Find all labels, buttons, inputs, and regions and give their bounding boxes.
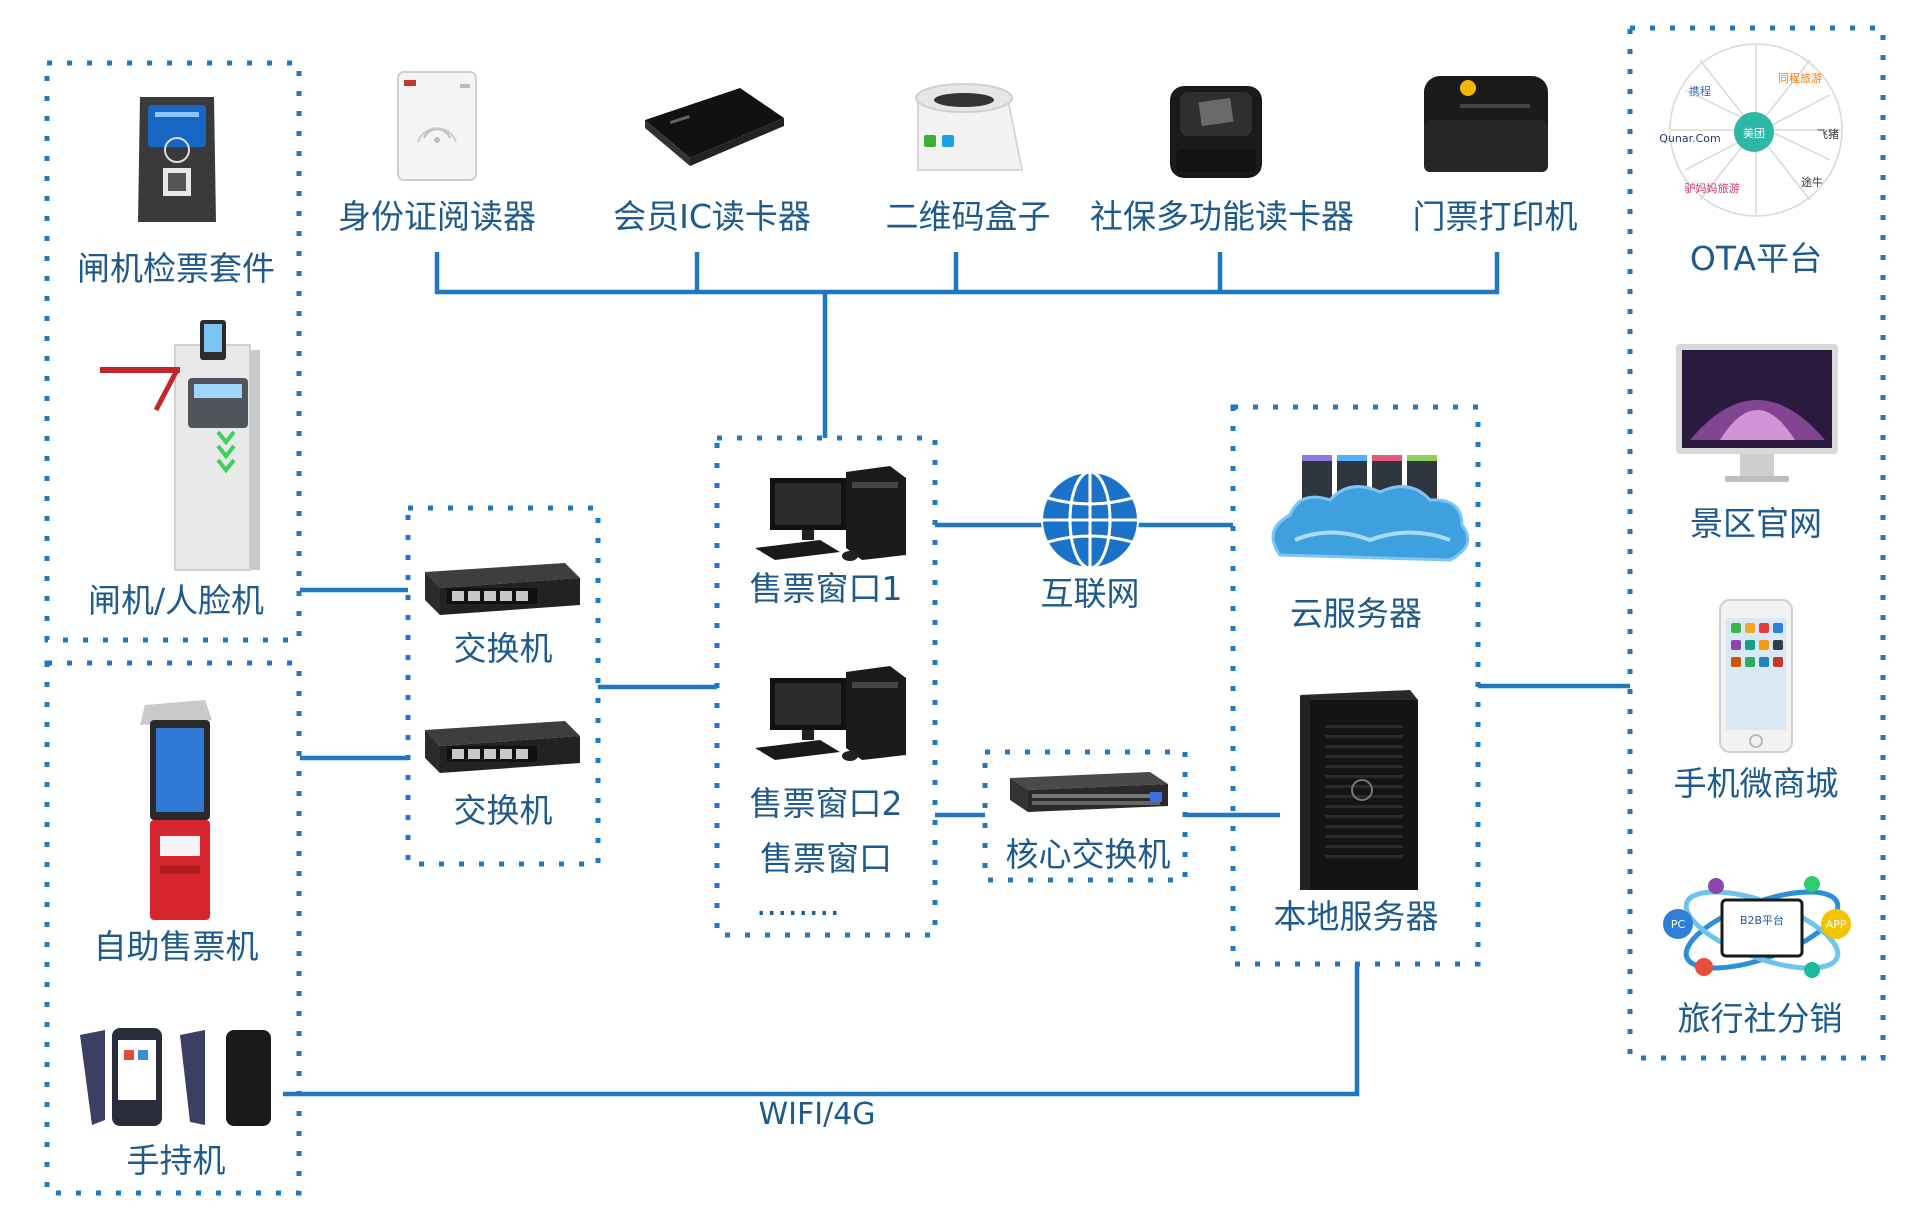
ota-logo-feizhu: 飞猪 [1817, 128, 1839, 141]
social-security-reader-icon [1170, 86, 1262, 178]
network-switch-icon [425, 563, 580, 615]
ota-logo-qunar: Qunar.Com [1659, 132, 1720, 145]
channel-label-0: OTA平台 [1690, 239, 1822, 278]
ticket-window-label-0: 售票窗口1 [750, 569, 903, 608]
ota-logo-meituan: 美团 [1743, 127, 1765, 140]
desktop-pc-icon [755, 666, 906, 761]
switch-label-0: 交换机 [454, 629, 553, 668]
connection-lines [283, 252, 1630, 1097]
cloud-server-icon [1271, 455, 1470, 562]
globe-icon [1041, 470, 1139, 570]
left-top-group-box [44, 60, 302, 643]
peripheral-label-4: 门票打印机 [1413, 197, 1578, 236]
desktop-pc-icon [755, 466, 906, 561]
left-label-2: 自助售票机 [94, 927, 259, 966]
b2b-pc-label: PC [1671, 918, 1686, 931]
peripheral-label-1: 会员IC读卡器 [613, 197, 811, 236]
ticket-window-ellipsis: ........ [756, 884, 840, 923]
cloud-server-label: 云服务器 [1290, 594, 1422, 633]
ic-card-reader-icon [645, 88, 784, 166]
switch-label-1: 交换机 [454, 791, 553, 830]
peripheral-label-0: 身份证阅读器 [338, 197, 536, 236]
channel-label-2: 手机微商城 [1674, 764, 1839, 803]
ticket-printer-icon [1424, 76, 1548, 172]
ticket-window-label-1: 售票窗口2 [750, 784, 903, 823]
ota-logo-ctrip: 携程 [1689, 84, 1711, 98]
left-label-0: 闸机检票套件 [77, 249, 275, 288]
self-service-kiosk-icon [140, 700, 212, 920]
monitor-icon [1676, 344, 1838, 482]
peripheral-label-3: 社保多功能读卡器 [1090, 197, 1354, 236]
channel-label-3: 旅行社分销 [1678, 999, 1843, 1038]
network-switch-icon [425, 721, 580, 773]
core-switch-icon [1010, 772, 1168, 812]
ota-logo-tongcheng: 同程旅游 [1778, 71, 1822, 85]
b2b-platform-icon: B2B平台 PC APP [1663, 876, 1851, 978]
local-server-label: 本地服务器 [1274, 897, 1439, 936]
core-switch-label: 核心交换机 [1006, 835, 1171, 874]
turnstile-face-gate-icon [100, 320, 260, 571]
handheld-terminal-icon [80, 1028, 271, 1126]
left-label-3: 手持机 [127, 1141, 226, 1180]
gate-ticket-kit-icon [138, 97, 216, 222]
smartphone-icon [1719, 599, 1793, 753]
ticket-window-extra-label: 售票窗口 [760, 839, 892, 878]
left-label-1: 闸机/人脸机 [88, 581, 264, 620]
channel-label-1: 景区官网 [1690, 504, 1822, 543]
wireless-link-label: WIFI/4G [758, 1097, 875, 1132]
qr-code-box-icon [915, 83, 1024, 171]
tower-server-icon [1300, 690, 1418, 890]
b2b-center-label: B2B平台 [1740, 913, 1784, 927]
switch-group-box [405, 505, 601, 867]
id-card-reader-icon [397, 71, 477, 181]
peripheral-label-2: 二维码盒子 [886, 197, 1051, 236]
ota-logo-lvmama: 驴妈妈旅游 [1685, 181, 1740, 195]
b2b-app-label: APP [1826, 918, 1847, 931]
internet-label: 互联网 [1041, 574, 1140, 613]
ota-platform-icon: 美团 携程 同程旅游 飞猪 Qunar.Com 驴妈妈旅游 途牛 [1659, 43, 1843, 217]
ota-logo-tuniu: 途牛 [1801, 175, 1823, 189]
